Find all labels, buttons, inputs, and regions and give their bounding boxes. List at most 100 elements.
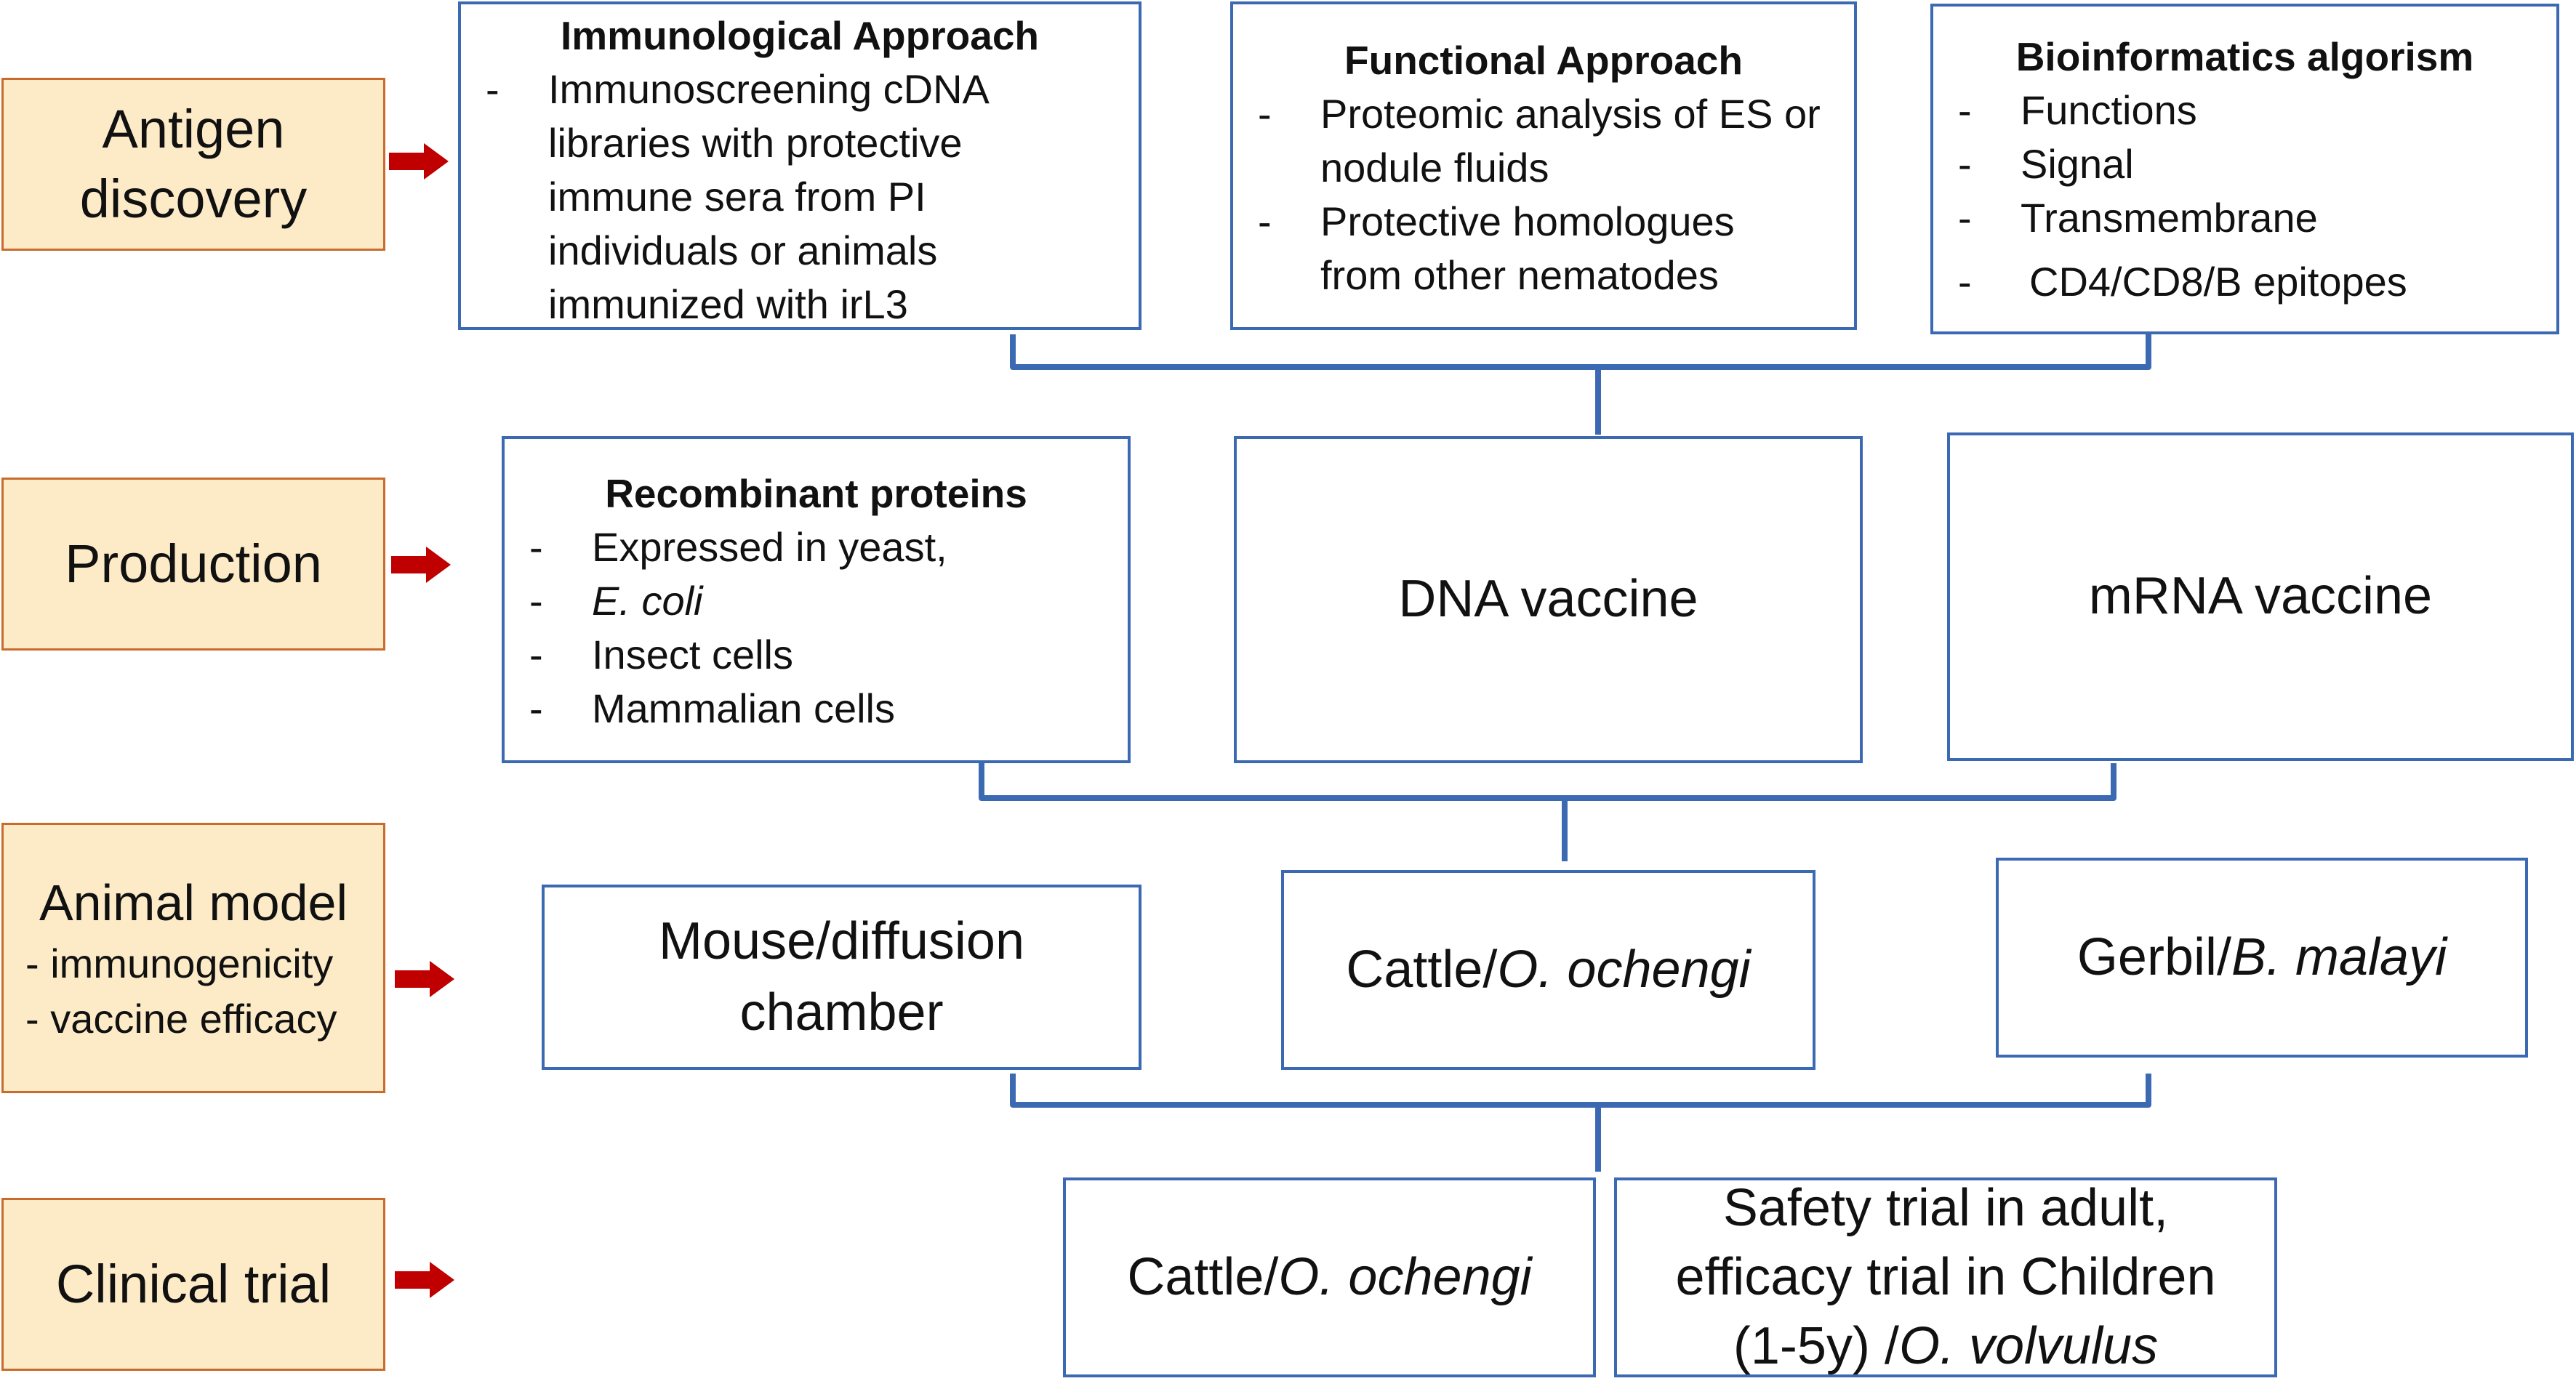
stage-clinical-trial: Clinical trial [1, 1198, 385, 1371]
box-title: Functional Approach [1344, 38, 1743, 83]
species-text: O. ochengi [1278, 1247, 1532, 1306]
arrow-right-icon [395, 961, 454, 997]
host-text: Gerbil/ [2077, 927, 2231, 986]
bullet-dash: - [1258, 198, 1272, 244]
bullet-dash: - [1958, 258, 1972, 305]
cattle-trial-box: Cattle/O. ochengi [1063, 1177, 1596, 1377]
list-item-text: Transmembrane [2021, 194, 2318, 241]
list-item-text: Protective homologues from other nematod… [1320, 195, 1735, 302]
box-label: DNA vaccine [1398, 570, 1698, 629]
bioinformatics-box: Bioinformatics algorism - Functions - Si… [1930, 4, 2559, 334]
bullet-dash: - [529, 685, 543, 731]
text-line: libraries with protective [548, 119, 963, 166]
box-label: Cattle/O. ochengi [1127, 1242, 1531, 1313]
recombinant-proteins-box: Recombinant proteins - Expressed in yeas… [502, 436, 1131, 763]
list-item-text: Functions [2021, 86, 2197, 133]
stage-sublist-item: - vaccine efficacy [25, 995, 337, 1042]
bullet-dash: - [1258, 90, 1272, 137]
box-title: Immunological Approach [560, 13, 1039, 58]
list-item: - Proteomic analysis of ES or nodule flu… [1240, 87, 1847, 195]
box-label-line: chamber [739, 983, 944, 1042]
list-item: - Protective homologues from other nemat… [1240, 195, 1847, 302]
stage-label-line: Antigen [102, 98, 285, 159]
text-line: Protective homologues [1320, 198, 1735, 244]
list-item-text: E. coli [592, 577, 703, 624]
list-item-text: Signal [2021, 140, 2134, 187]
stage-animal-model: Animal model - immunogenicity - vaccine … [1, 823, 385, 1093]
bullet-dash: - [529, 577, 543, 624]
list-item: - Signal [1941, 137, 2549, 191]
stage-label: Animal model [39, 874, 348, 931]
text-line: immunized with irL3 [548, 281, 908, 327]
dna-vaccine-box: DNA vaccine [1234, 436, 1863, 763]
text-line: from other nematodes [1320, 251, 1719, 298]
list-item: - Transmembrane [1941, 191, 2549, 245]
stage-label-line: discovery [79, 169, 308, 229]
species-text: O. volvulus [1898, 1317, 2159, 1375]
list-item: - Functions [1941, 84, 2549, 137]
stage-antigen-discovery: Antigen discovery [1, 78, 385, 251]
cattle-model-box: Cattle/O. ochengi [1281, 870, 1815, 1070]
box-title: Recombinant proteins [605, 471, 1027, 516]
box-label-line: Safety trial in adult, [1722, 1179, 2169, 1237]
production-to-animal-bracket [979, 763, 2116, 861]
human-trial-box: Safety trial in adult, efficacy trial in… [1614, 1177, 2277, 1377]
bullet-dash: - [1958, 86, 1972, 133]
text-line: Immunoscreening cDNA [548, 65, 990, 112]
box-title: Bioinformatics algorism [2015, 34, 2474, 79]
mouse-model-box: Mouse/diffusion chamber [542, 885, 1141, 1070]
functional-approach-box: Functional Approach - Proteomic analysis… [1230, 1, 1857, 330]
gerbil-model-box: Gerbil/B. malayi [1996, 858, 2528, 1058]
discovery-to-production-bracket [1010, 334, 2151, 435]
mrna-vaccine-box: mRNA vaccine [1947, 432, 2574, 761]
text-line: Proteomic analysis of ES or [1320, 90, 1821, 137]
stage-sublist: - immunogenicity - vaccine efficacy [4, 936, 337, 1046]
box-label: Gerbil/B. malayi [2077, 922, 2447, 993]
box-label: Cattle/O. ochengi [1346, 935, 1750, 1005]
stage-label: Production [65, 533, 322, 594]
list-item-text: Expressed in yeast, [592, 523, 947, 570]
text-line: nodule fluids [1320, 144, 1549, 190]
bullet-dash: - [1958, 194, 1972, 241]
list-item: - Insect cells [512, 628, 1120, 682]
bullet-dash: - [529, 631, 543, 677]
list-item: - E. coli [512, 574, 1120, 628]
approach-list: - Functions - Signal - Transmembrane - C… [1941, 84, 2549, 309]
text-line: immune sera from PI [548, 173, 926, 220]
host-text: Cattle/ [1346, 940, 1498, 999]
box-label: mRNA vaccine [2088, 567, 2433, 626]
list-item-text: CD4/CD8/B epitopes [2029, 258, 2407, 305]
stage-label: Clinical trial [55, 1253, 332, 1314]
box-label-line: efficacy trial in Children [1675, 1248, 2216, 1306]
list-item-text: Proteomic analysis of ES or nodule fluid… [1320, 87, 1821, 195]
list-item-text: Insect cells [592, 631, 793, 677]
list-item: - Expressed in yeast, [512, 520, 1120, 574]
arrow-right-icon [395, 1262, 454, 1298]
list-item: - Immunoscreening cDNA libraries with pr… [468, 63, 1131, 331]
bullet-dash: - [1958, 140, 1972, 187]
host-text: Cattle/ [1127, 1247, 1279, 1306]
expression-list: - Expressed in yeast, - E. coli - Insect… [512, 520, 1120, 736]
box-label-line: (1-5y) /O. volvulus [1733, 1312, 2158, 1381]
list-item-text: Mammalian cells [592, 685, 895, 731]
arrow-right-icon [389, 143, 449, 180]
approach-list: - Immunoscreening cDNA libraries with pr… [468, 63, 1131, 331]
list-item: - CD4/CD8/B epitopes [1941, 255, 2549, 309]
bullet-dash: - [486, 65, 499, 112]
stage-sublist-item: - immunogenicity [25, 940, 334, 986]
approach-list: - Proteomic analysis of ES or nodule flu… [1240, 87, 1847, 302]
stage-production: Production [1, 478, 385, 651]
list-item: - Mammalian cells [512, 682, 1120, 736]
text-line: individuals or animals [548, 227, 938, 273]
arrow-right-icon [391, 547, 451, 583]
list-item-text: Immunoscreening cDNA libraries with prot… [548, 63, 990, 331]
animal-to-clinical-bracket [1010, 1074, 2151, 1172]
immunological-approach-box: Immunological Approach - Immunoscreening… [458, 1, 1141, 330]
species-text: O. ochengi [1497, 940, 1751, 999]
species-text: B. malayi [2231, 927, 2447, 986]
age-text: (1-5y) / [1733, 1317, 1899, 1375]
bullet-dash: - [529, 523, 543, 570]
box-label-line: Mouse/diffusion [659, 912, 1024, 971]
